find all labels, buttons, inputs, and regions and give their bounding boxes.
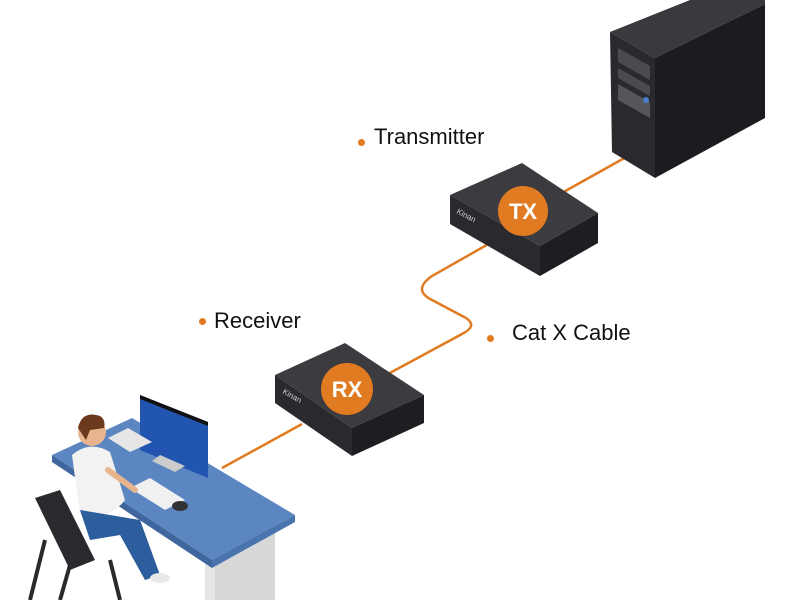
tx-badge bbox=[498, 186, 548, 236]
transmitter-bullet bbox=[358, 139, 365, 146]
computer-tower bbox=[610, 0, 765, 178]
cable-bullet bbox=[487, 335, 494, 342]
receiver-bullet bbox=[199, 318, 206, 325]
transmitter-device: TX Kinan bbox=[450, 163, 598, 276]
cat-x-cable bbox=[221, 154, 629, 470]
receiver-label: Receiver bbox=[214, 308, 301, 333]
transmitter-label: Transmitter bbox=[374, 124, 485, 149]
receiver-device: RX Kinan bbox=[275, 343, 424, 456]
cable-label: Cat X Cable bbox=[512, 320, 631, 345]
workstation bbox=[28, 395, 295, 600]
rx-badge bbox=[321, 363, 373, 415]
tx-badge-label: TX bbox=[509, 199, 537, 224]
rx-badge-label: RX bbox=[332, 377, 363, 402]
